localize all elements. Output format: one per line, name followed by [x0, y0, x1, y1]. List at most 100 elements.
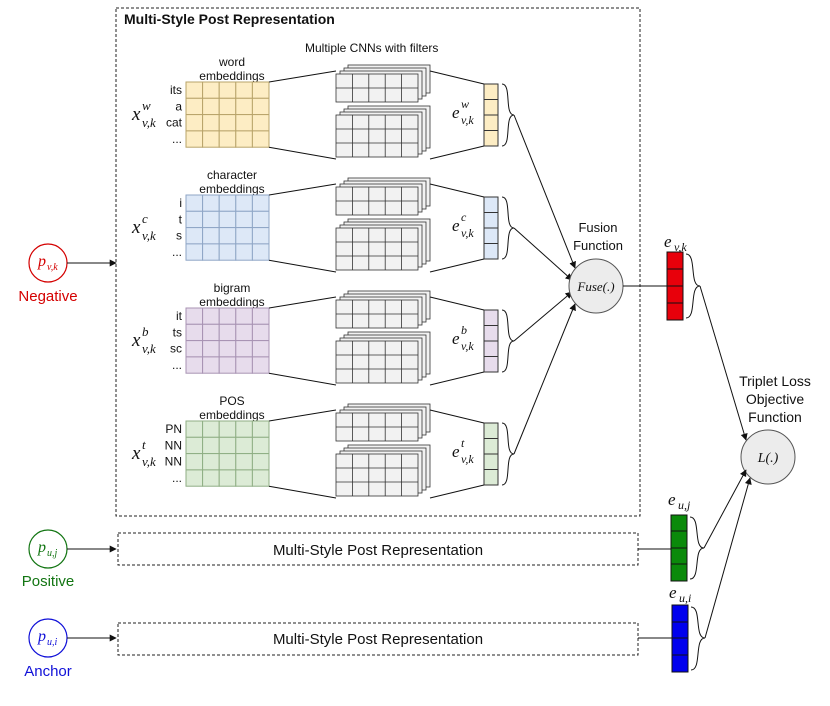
euj-label-base: e — [668, 490, 676, 509]
word-token: a — [175, 99, 182, 113]
char-token: s — [176, 229, 182, 243]
main-box-title: Multi-Style Post Representation — [124, 11, 335, 27]
bigram-cnn-filter-stack — [335, 331, 431, 384]
word-embedding-matrix — [185, 81, 270, 148]
char-emb-label-2: embeddings — [199, 182, 264, 196]
input-negative: p v,k Negative — [18, 243, 78, 305]
char-token: i — [179, 196, 182, 210]
word-token: its — [170, 83, 182, 97]
pos-cnn-filter-stack — [335, 444, 431, 497]
svg-text:w: w — [142, 98, 151, 113]
eui-label-base: e — [669, 583, 677, 602]
svg-text:v,k: v,k — [47, 262, 58, 273]
svg-text:c: c — [142, 211, 148, 226]
svg-text:v,k: v,k — [142, 454, 156, 469]
ev-label-sub: v,k — [674, 240, 687, 254]
bigram-cnn-filter-stack — [335, 290, 431, 329]
word-cnn-filter-stack — [335, 105, 431, 158]
svg-text:u,i: u,i — [47, 637, 58, 648]
bigram-emb-label-2: embeddings — [199, 295, 264, 309]
svg-text:v,k: v,k — [461, 452, 474, 466]
fusion-label-1: Fusion — [578, 220, 617, 235]
loss-node — [740, 429, 796, 485]
positive-box-label: Multi-Style Post Representation — [273, 542, 483, 559]
svg-text:u,j: u,j — [47, 548, 58, 559]
svg-text:p: p — [37, 628, 46, 645]
svg-text:v,k: v,k — [461, 226, 474, 240]
word-emb-label-1: word — [218, 55, 245, 69]
euj-label-sub: u,j — [678, 498, 691, 512]
cnn-header: Multiple CNNs with filters — [305, 41, 438, 55]
svg-text:v,k: v,k — [142, 228, 156, 243]
word-cnn-filter-stack — [335, 64, 431, 103]
loss-label-3: Function — [748, 409, 802, 425]
char-cnn-filter-stack — [335, 177, 431, 216]
bigram-embedding-matrix — [185, 307, 270, 374]
bigram-x-symbol: x — [131, 330, 141, 351]
input-anchor: p u,i Anchor — [24, 618, 72, 680]
char-token: ... — [172, 245, 182, 259]
bigram-token: it — [176, 309, 183, 323]
output-vector-uj: e u,j — [668, 490, 691, 582]
output-vector-ui: e u,i — [669, 583, 691, 673]
word-token: ... — [172, 132, 182, 146]
char-e-vector — [483, 196, 499, 260]
pos-e-symbol: e — [452, 442, 460, 461]
svg-text:p: p — [37, 253, 46, 270]
word-e-vector — [483, 83, 499, 147]
bigram-e-symbol: e — [452, 329, 460, 348]
bigram-token: sc — [170, 342, 182, 356]
pos-e-vector — [483, 422, 499, 486]
svg-text:b: b — [142, 324, 149, 339]
char-e-symbol: e — [452, 216, 460, 235]
fusion-symbol: Fuse(.) — [576, 279, 614, 294]
fusion-label-2: Function — [573, 238, 623, 253]
input-positive: p u,j Positive — [22, 529, 75, 590]
char-token: t — [179, 212, 183, 226]
ev-label-base: e — [664, 232, 672, 251]
bigram-token: ts — [173, 325, 182, 339]
svg-text:v,k: v,k — [461, 113, 474, 127]
bigram-token: ... — [172, 358, 182, 372]
svg-text:p: p — [37, 539, 46, 556]
loss-label-2: Objective — [746, 391, 805, 407]
pos-token: NN — [165, 438, 182, 452]
pos-token: ... — [172, 471, 182, 485]
char-x-symbol: x — [131, 217, 141, 238]
svg-text:t: t — [461, 436, 465, 450]
char-emb-label-1: character — [207, 168, 257, 182]
word-token: cat — [166, 116, 183, 130]
svg-text:v,k: v,k — [461, 339, 474, 353]
word-e-symbol: e — [452, 103, 460, 122]
svg-text:v,k: v,k — [142, 341, 156, 356]
char-embedding-matrix — [185, 194, 270, 261]
pos-emb-label-1: POS — [219, 394, 244, 408]
svg-text:c: c — [461, 210, 467, 224]
output-vector-v: e v,k — [664, 232, 687, 321]
anchor-label: Anchor — [24, 663, 72, 680]
char-cnn-filter-stack — [335, 218, 431, 271]
svg-text:b: b — [461, 323, 467, 337]
loss-label-1: Triplet Loss — [739, 373, 811, 389]
negative-label: Negative — [18, 288, 77, 305]
svg-text:w: w — [461, 97, 469, 111]
bigram-e-vector — [483, 309, 499, 373]
pos-x-symbol: x — [131, 443, 141, 464]
anchor-box-label: Multi-Style Post Representation — [273, 631, 483, 648]
loss-symbol: L(.) — [757, 451, 779, 466]
word-emb-label-2: embeddings — [199, 69, 264, 83]
eui-label-sub: u,i — [679, 591, 691, 605]
svg-text:t: t — [142, 437, 146, 452]
positive-label: Positive — [22, 573, 75, 590]
pos-token: PN — [165, 422, 182, 436]
pos-emb-label-2: embeddings — [199, 408, 264, 422]
bigram-emb-label-1: bigram — [214, 281, 251, 295]
pos-embedding-matrix — [185, 420, 270, 487]
word-x-symbol: x — [131, 104, 141, 125]
